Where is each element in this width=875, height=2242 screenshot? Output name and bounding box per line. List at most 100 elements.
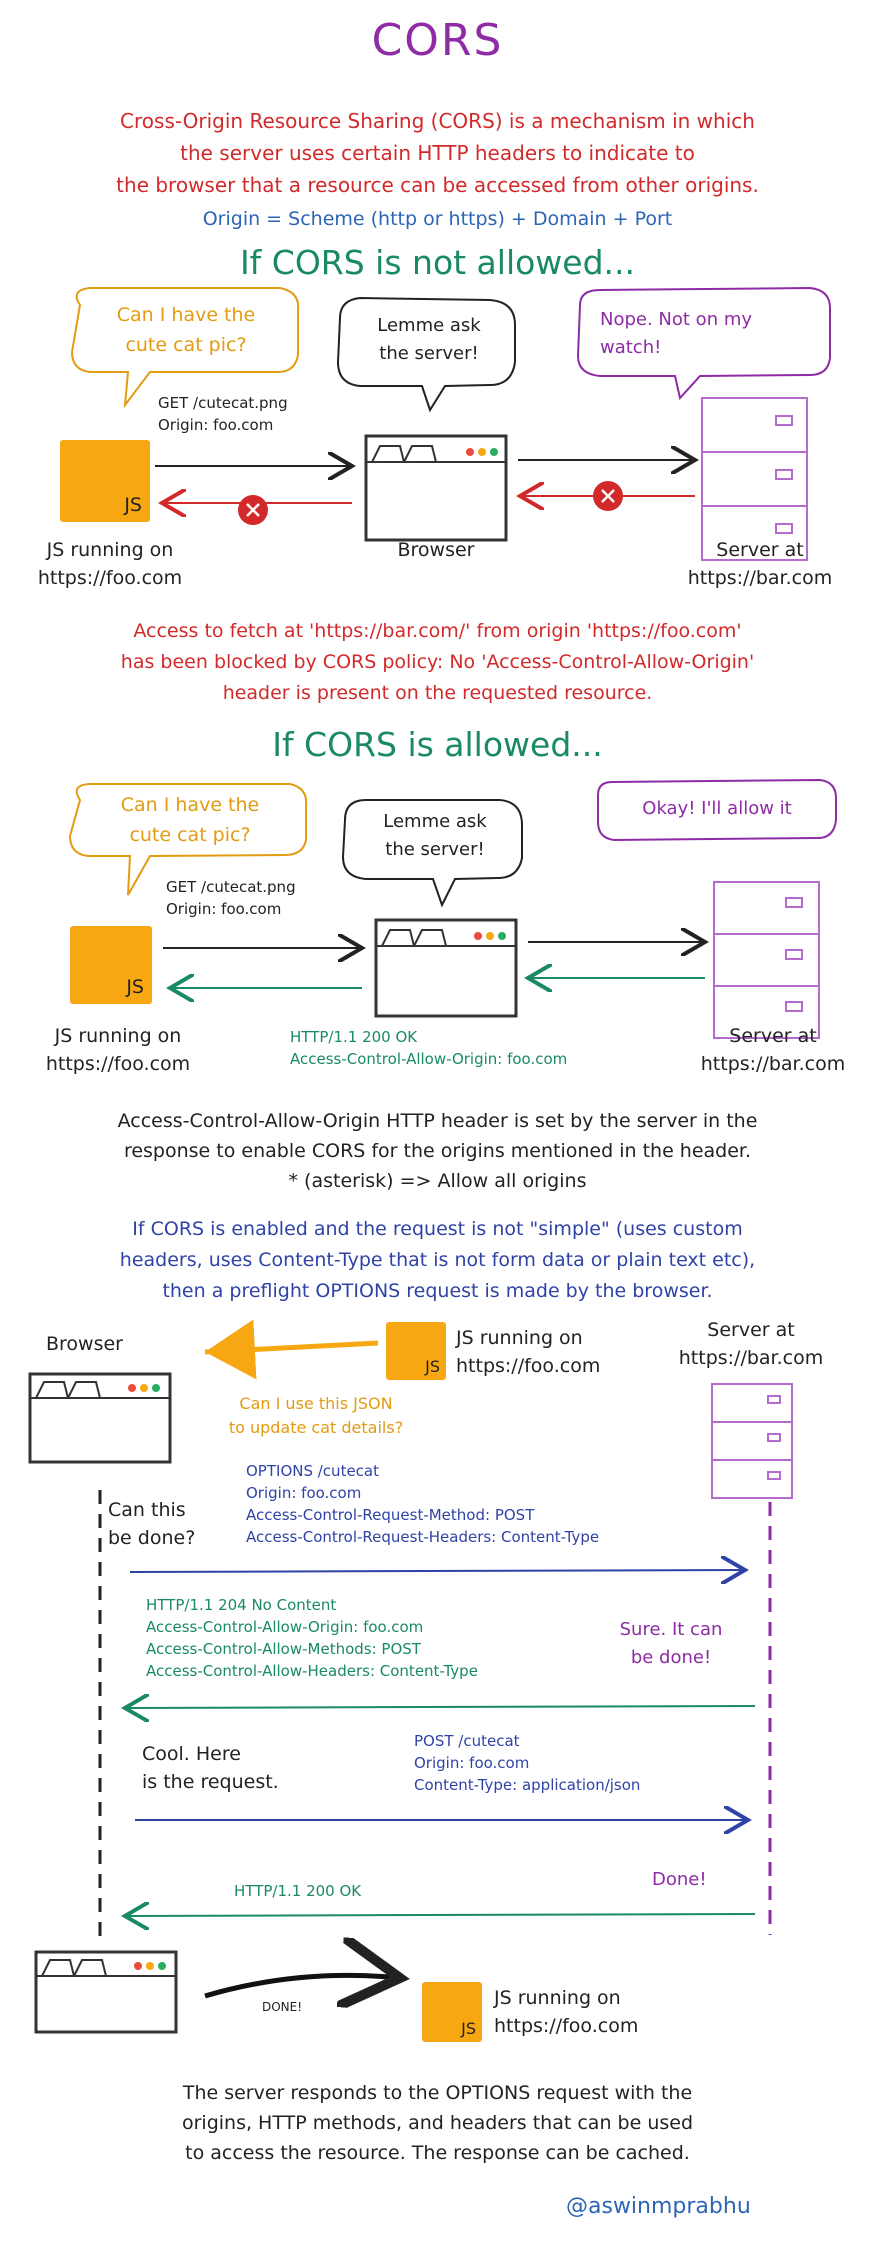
server-icon-1	[701, 397, 808, 561]
label-line: https://bar.com	[687, 567, 833, 589]
intro-line-1: Cross-Origin Resource Sharing (CORS) is …	[120, 109, 755, 133]
acao-explanation: Access-Control-Allow-Origin HTTP header …	[0, 1106, 875, 1196]
conclusion-line: origins, HTTP methods, and headers that …	[181, 2112, 694, 2134]
request-line: POST /cutecat	[414, 1732, 520, 1750]
label-line: JS running on	[494, 1987, 621, 2009]
label-line: JS running on	[456, 1327, 583, 1349]
js-client-box: JS	[386, 1322, 446, 1380]
label-line: https://foo.com	[494, 2015, 639, 2037]
options-request-arrow	[129, 1570, 745, 1572]
response-line: Access-Control-Allow-Origin: foo.com	[290, 1050, 568, 1068]
arrow-client-to-browser-preflight	[204, 1319, 379, 1380]
request-line: Access-Control-Request-Method: POST	[246, 1506, 535, 1524]
js-client-box: JS	[60, 440, 150, 522]
author-handle: @aswinmprabhu	[566, 2194, 751, 2219]
client-label-3: JS running on https://foo.com	[456, 1324, 656, 1380]
ok-response-label: HTTP/1.1 200 OK Access-Control-Allow-Ori…	[290, 1026, 670, 1070]
browser-label-3: Browser	[46, 1333, 123, 1355]
intro-line-3: the browser that a resource can be acces…	[116, 173, 759, 197]
server-speech-bubble	[597, 778, 837, 842]
server-note-sure: Sure. It can be done!	[586, 1616, 756, 1672]
browser-bubble-text: Lemme ask the server!	[345, 312, 513, 368]
request-line: Origin: foo.com	[166, 900, 282, 918]
conclusion-text: The server responds to the OPTIONS reque…	[0, 2078, 875, 2168]
note-line: Cool. Here	[142, 1743, 241, 1765]
options-response-arrow	[125, 1706, 756, 1708]
request-line: Content-Type: application/json	[414, 1776, 641, 1794]
bubble-line: Can I have the	[120, 794, 260, 816]
explanation-line: response to enable CORS for the origins …	[123, 1140, 752, 1162]
browser-bubble-text: Lemme ask the server!	[350, 808, 520, 864]
js-label: JS	[126, 976, 144, 998]
request-line: GET /cutecat.png	[158, 394, 288, 412]
label-line: JS running on	[54, 1025, 182, 1047]
explanation-line: * (asterisk) => Allow all origins	[288, 1170, 587, 1192]
js-label: JS	[425, 1357, 440, 1376]
preflight-intro: If CORS is enabled and the request is no…	[0, 1214, 875, 1307]
error-line: has been blocked by CORS policy: No 'Acc…	[120, 651, 755, 673]
bubble-line: watch!	[600, 337, 662, 358]
server-speech-bubble	[576, 286, 831, 401]
bubble-line: Nope. Not on my	[600, 309, 753, 330]
page-title: CORS	[371, 15, 504, 66]
options-request-label: OPTIONS /cutecat Origin: foo.com Access-…	[246, 1460, 716, 1548]
section-heading-not-allowed: If CORS is not allowed...	[239, 243, 636, 282]
server-label-1: Server at https://bar.com	[665, 536, 855, 592]
note-line: Can this	[108, 1499, 186, 1521]
question-line: Can I use this JSON	[239, 1394, 393, 1413]
explanation-line: Access-Control-Allow-Origin HTTP header …	[117, 1110, 758, 1132]
server-note-done: Done!	[652, 1869, 707, 1890]
label-line: https://foo.com	[456, 1355, 601, 1377]
note-line: be done!	[630, 1647, 712, 1668]
error-line: Access to fetch at 'https://bar.com/' fr…	[133, 620, 742, 642]
js-client-box: JS	[422, 1982, 482, 2042]
label-line: https://bar.com	[678, 1347, 824, 1369]
intro-line: If CORS is enabled and the request is no…	[132, 1218, 743, 1240]
conclusion-line: The server responds to the OPTIONS reque…	[182, 2082, 693, 2104]
browser-window-1	[364, 434, 508, 542]
label-line: Server at	[707, 1319, 795, 1341]
browser-speech-bubble	[341, 799, 523, 908]
bubble-line: cute cat pic?	[125, 334, 247, 356]
label-line: Server at	[729, 1025, 817, 1047]
request-label-1: GET /cutecat.png Origin: foo.com	[158, 392, 368, 436]
conclusion-line: to access the resource. The response can…	[185, 2142, 690, 2164]
question-line: to update cat details?	[228, 1418, 404, 1437]
request-label-2: GET /cutecat.png Origin: foo.com	[166, 876, 376, 920]
browser-label-1: Browser	[397, 539, 475, 561]
note-line: be done?	[108, 1527, 196, 1549]
client-label-1: JS running on https://foo.com	[10, 536, 210, 592]
response-line: Access-Control-Allow-Headers: Content-Ty…	[146, 1662, 478, 1680]
client-speech-bubble	[70, 287, 300, 409]
final-client-label: JS running on https://foo.com	[494, 1984, 694, 2040]
blocked-x-icon	[238, 495, 268, 525]
origin-formula: Origin = Scheme (http or https) + Domain…	[202, 208, 673, 230]
bubble-line: cute cat pic?	[129, 824, 251, 846]
response-line: HTTP/1.1 200 OK	[290, 1028, 418, 1046]
label-line: JS running on	[46, 539, 174, 561]
server-label-3: Server at https://bar.com	[656, 1316, 846, 1372]
note-line: is the request.	[142, 1771, 279, 1793]
response-line: HTTP/1.1 204 No Content	[146, 1596, 337, 1614]
bubble-line: the server!	[385, 839, 485, 860]
browser-speech-bubble	[336, 296, 516, 413]
server-icon-3	[711, 1383, 793, 1499]
error-line: header is present on the requested resou…	[222, 682, 653, 704]
cors-error-message: Access to fetch at 'https://bar.com/' fr…	[0, 616, 875, 709]
response-line: Access-Control-Allow-Methods: POST	[146, 1640, 421, 1658]
final-response-label: HTTP/1.1 200 OK	[234, 1882, 362, 1900]
response-line: Access-Control-Allow-Origin: foo.com	[146, 1618, 424, 1636]
browser-window-4	[34, 1950, 178, 2034]
options-response-label: HTTP/1.1 204 No Content Access-Control-A…	[146, 1594, 596, 1682]
js-label: JS	[124, 494, 142, 516]
bubble-line: Can I have the	[116, 304, 256, 326]
label-line: https://foo.com	[45, 1053, 191, 1075]
request-line: OPTIONS /cutecat	[246, 1462, 379, 1480]
blocked-x-icon	[593, 481, 623, 511]
browser-note-cool: Cool. Here is the request.	[142, 1740, 342, 1796]
browser-window-3	[28, 1372, 172, 1464]
client-label-2: JS running on https://foo.com	[18, 1022, 218, 1078]
label-line: https://foo.com	[37, 567, 183, 589]
post-request-label: POST /cutecat Origin: foo.com Content-Ty…	[414, 1730, 754, 1796]
